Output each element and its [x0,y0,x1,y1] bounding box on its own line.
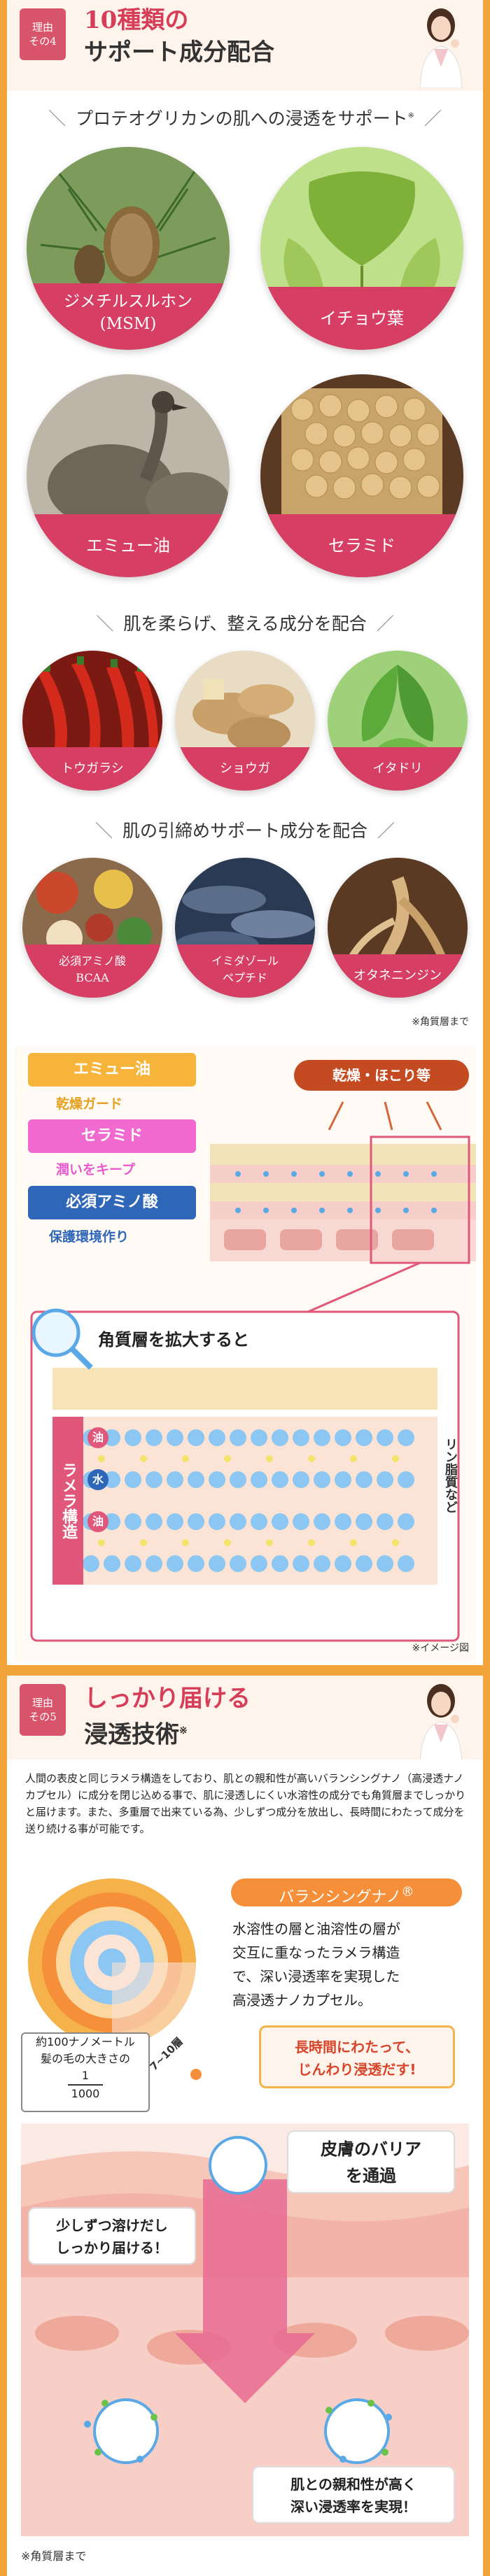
dry-dust-pill: 乾燥・ほこり等 [294,1060,469,1091]
protect-label: 保護環境作り [49,1229,130,1245]
title-prefix: 10種類の [84,6,189,34]
fraction-bottom: 1000 [68,2084,103,2102]
group3-heading-text: 肌の引締めサポート成分を配合 [122,821,368,841]
ingredient-ginger: ショウガ [175,651,315,791]
balancing-nano-pill: バランシングナノ® [231,1878,462,1906]
image-note: ※イメージ図 [412,1643,469,1654]
ingredient-label: エミュー油 [27,514,230,577]
phospholipid-label: リン脂質など [443,1438,458,1513]
oil-badge: 油 [88,1511,108,1532]
dry-guard-label: 乾燥ガード [56,1096,123,1112]
reason-badge: 理由 その5 [20,1684,66,1736]
ingredient-bcaa: 必須アミノ酸 BCAA [22,858,162,998]
group2-heading: ＼肌を柔らげ、整える成分を配合／ [96,614,394,634]
skin-layer-illustration: エミュー油 乾燥ガード セラミド 潤いをキープ 必須アミノ酸 保護環境作り 乾燥… [14,1046,476,1662]
title-line1: しっかり届ける [84,1685,251,1713]
ingredient-label: ショウガ [175,747,315,791]
lamella-label: ラメラ構造 [52,1417,83,1585]
badge-line2: その5 [29,1711,57,1723]
ingredient-itadori: イタドリ [328,651,468,791]
page-title: しっかり届ける 浸透技術※ [84,1685,251,1749]
group1-heading-text: プロテオグリカンの肌への浸透をサポート [76,108,408,129]
group1-heading: ＼プロテオグリカンの肌への浸透をサポート※／ [48,108,442,129]
moisture-keep-label: 潤いをキープ [56,1162,135,1177]
group2-heading-text: 肌を柔らげ、整える成分を配合 [123,614,367,634]
ingredient-label: トウガラシ [22,747,162,791]
ingredient-emu-oil: エミュー油 [27,374,230,577]
affinity-bubble: 肌との親和性が高く 深い浸透率を実現！ [252,2466,455,2524]
section-header: 理由 その4 10種類の サポート成分配合 [7,0,483,91]
nano-capsule-icon [28,1878,202,2080]
badge-line1: 理由 [31,21,53,34]
ingredient-imidazole: イミダゾール ペプチド [175,858,315,998]
ingredient-label: ジメチルスルホン (MSM) [27,283,230,350]
badge-line2: その4 [29,35,57,48]
amino-acid-pill: 必須アミノ酸 [28,1186,196,1219]
footnote-stratum: ※角質層まで [21,2549,87,2563]
zoom-caption: 角質層を拡大すると [98,1330,249,1350]
water-badge: 水 [88,1469,108,1490]
page-title: 10種類の サポート成分配合 [84,4,274,69]
penetration-description: 人間の表皮と同じラメラ構造をしており、肌との親和性が高いバランシングナノ（高浸透… [25,1772,466,1835]
section-reason-5: 理由 その5 しっかり届ける 浸透技術※ 人間の表皮と同じラメラ構造をしており、… [7,1676,483,2576]
ingredient-label: イミダゾール ペプチド [175,944,315,998]
title-line2: サポート成分配合 [84,38,274,66]
footnote-stratum: ※角質層まで [412,1017,469,1028]
section-header: 理由 その5 しっかり届ける 浸透技術※ [7,1676,483,1760]
size-note-box: 約100ナノメートル 髪の毛の大きさの 1 1000 [21,2032,150,2112]
fraction-top: 1 [81,2069,90,2082]
ingredient-label: セラミド [260,514,463,577]
ingredient-label: イタドリ [328,747,468,791]
ingredient-label: 必須アミノ酸 BCAA [22,944,162,998]
consultant-woman-icon [419,8,463,88]
ceramide-pill: セラミド [28,1119,196,1153]
ingredient-label: オタネニンジン [328,954,468,998]
consultant-woman-icon [419,1684,463,1760]
ingredient-ginseng: オタネニンジン [328,858,468,998]
group3-heading: ＼肌の引締めサポート成分を配合／ [94,821,396,841]
nano-description: 水溶性の層と油溶性の層が 交互に重なったラメラ構造 で、深い浸透率を実現した 高… [232,1920,400,2009]
badge-line1: 理由 [31,1697,53,1709]
ingredient-ceramide: セラミド [260,374,463,577]
little-by-little-bubble: 少しずつ溶けだし しっかり届ける！ [28,2207,196,2265]
barrier-bubble: 皮膚のバリア を通過 [287,2130,455,2193]
emu-oil-pill: エミュー油 [28,1053,196,1087]
section-reason-4: 理由 その4 10種類の サポート成分配合 ＼プロテオグリカンの肌への浸透をサポ… [7,0,483,1665]
reason-badge: 理由 その4 [20,8,66,60]
ingredient-msm: ジメチルスルホン (MSM) [27,147,230,350]
ingredient-ginkgo: イチョウ葉 [260,147,463,350]
oil-badge: 油 [88,1427,108,1448]
long-time-bubble: 長時間にわたって、 じんわり浸透だす! [259,2025,455,2088]
title-line2: 浸透技術 [84,1720,179,1749]
ingredient-chili: トウガラシ [22,651,162,791]
ingredient-label: イチョウ葉 [260,287,463,350]
